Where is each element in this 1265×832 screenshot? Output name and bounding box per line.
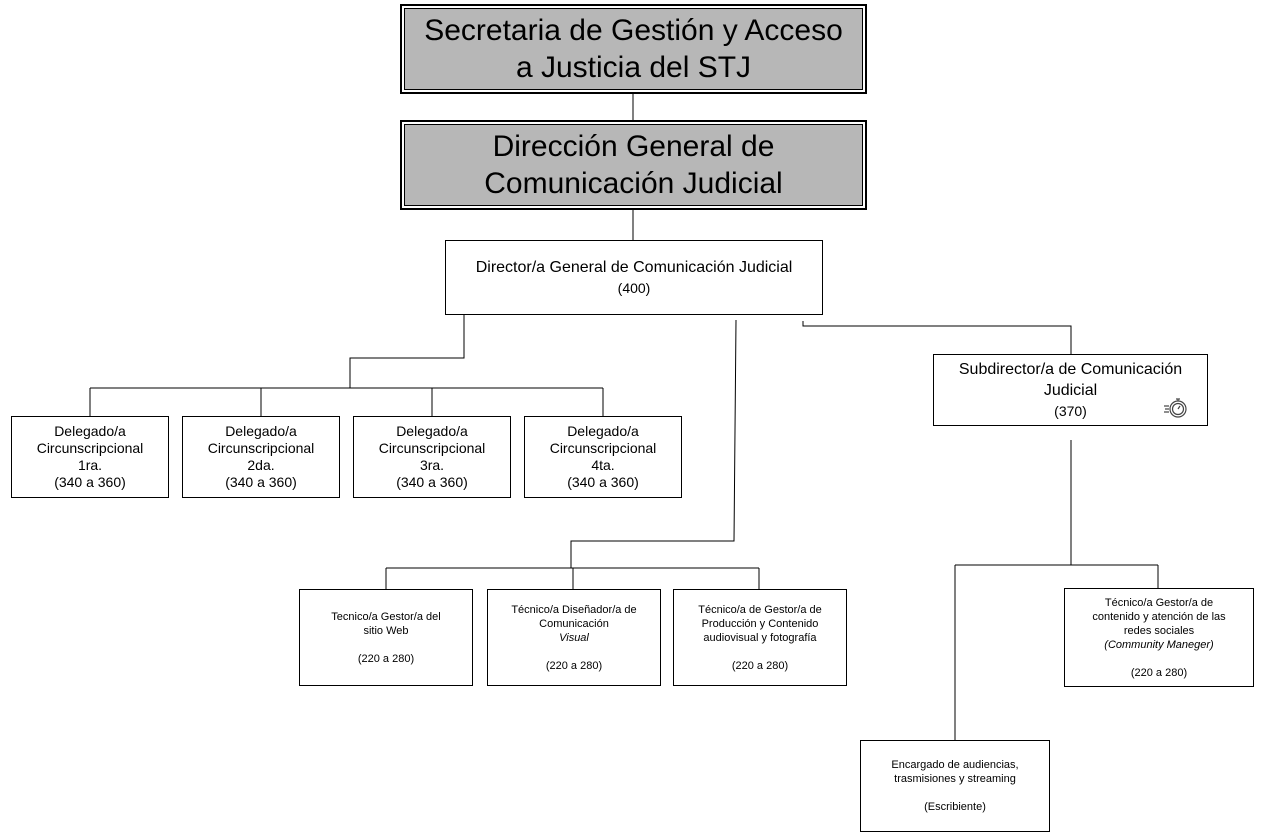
director-level: (400) bbox=[617, 279, 651, 296]
tecnico-disenador-level: (220 a 280) bbox=[545, 659, 603, 672]
delegado-box-2: Delegado/a Circunscripcional 2da. (340 a… bbox=[182, 416, 340, 498]
tecnico-disenador-italic: Visual bbox=[559, 631, 589, 644]
tecnico-disenador-title: Técnico/a Diseñador/a de Comunicación bbox=[511, 603, 637, 630]
delegado-box-3: Delegado/a Circunscripcional 3ra. (340 a… bbox=[353, 416, 511, 498]
tecnico-disenador-box: Técnico/a Diseñador/a de Comunicación Vi… bbox=[487, 589, 661, 686]
tecnico-redes-box: Técnico/a Gestor/a de contenido y atenci… bbox=[1064, 588, 1254, 687]
delegado-title: Delegado/a Circunscripcional bbox=[36, 423, 144, 456]
subdirector-title: Subdirector/a de Comunicación Judicial bbox=[958, 360, 1183, 399]
subdirector-level: (370) bbox=[1054, 402, 1087, 419]
delegado-level: (340 a 360) bbox=[396, 474, 468, 490]
director-title: Director/a General de Comunicación Judic… bbox=[475, 258, 793, 276]
tecnico-produccion-box: Técnico/a de Gestor/a de Producción y Co… bbox=[673, 589, 847, 686]
delegado-box-1: Delegado/a Circunscripcional 1ra. (340 a… bbox=[11, 416, 169, 498]
delegado-ordinal: 1ra. bbox=[77, 457, 103, 473]
encargado-box: Encargado de audiencias, trasmisiones y … bbox=[860, 740, 1050, 832]
delegado-level: (340 a 360) bbox=[54, 474, 126, 490]
tecnico-redes-italic: (Community Maneger) bbox=[1104, 638, 1214, 651]
tecnico-web-level: (220 a 280) bbox=[357, 652, 415, 665]
secretaria-box: Secretaria de Gestión y Acceso a Justici… bbox=[400, 4, 867, 94]
stopwatch-icon bbox=[1164, 398, 1187, 418]
tecnico-redes-level: (220 a 280) bbox=[1130, 666, 1188, 679]
delegado-title: Delegado/a Circunscripcional bbox=[207, 423, 315, 456]
encargado-title: Encargado de audiencias, trasmisiones y … bbox=[891, 759, 1019, 785]
delegado-ordinal: 3ra. bbox=[419, 457, 445, 473]
delegado-title: Delegado/a Circunscripcional bbox=[378, 423, 486, 456]
secretaria-label: Secretaria de Gestión y Acceso a Justici… bbox=[424, 14, 843, 84]
delegado-ordinal: 2da. bbox=[247, 457, 275, 473]
direccion-general-label: Dirección General de Comunicación Judici… bbox=[484, 130, 783, 200]
delegado-box-4: Delegado/a Circunscripcional 4ta. (340 a… bbox=[524, 416, 682, 498]
tecnico-web-box: Tecnico/a Gestor/a del sitio Web (220 a … bbox=[299, 589, 473, 686]
subdirector-box: Subdirector/a de Comunicación Judicial (… bbox=[933, 354, 1208, 426]
tecnico-produccion-title: Técnico/a de Gestor/a de Producción y Co… bbox=[698, 603, 822, 644]
director-box: Director/a General de Comunicación Judic… bbox=[445, 240, 823, 315]
encargado-note: (Escribiente) bbox=[924, 801, 986, 813]
delegado-level: (340 a 360) bbox=[567, 474, 639, 490]
tecnico-produccion-level: (220 a 280) bbox=[731, 659, 789, 672]
delegado-title: Delegado/a Circunscripcional bbox=[549, 423, 657, 456]
direccion-general-box: Dirección General de Comunicación Judici… bbox=[400, 120, 867, 210]
tecnico-web-title: Tecnico/a Gestor/a del sitio Web bbox=[331, 610, 441, 637]
delegado-ordinal: 4ta. bbox=[591, 457, 615, 473]
tecnico-redes-title: Técnico/a Gestor/a de contenido y atenci… bbox=[1092, 596, 1226, 637]
delegado-level: (340 a 360) bbox=[225, 474, 297, 490]
